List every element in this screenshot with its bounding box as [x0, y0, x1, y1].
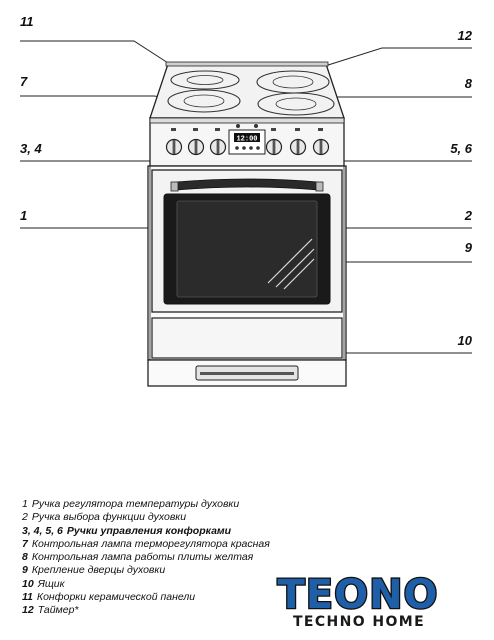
glass-reflection: [267, 238, 315, 290]
knob-4: [187, 138, 205, 156]
power-lamp: [254, 124, 258, 128]
callout-3-4: 3, 4: [20, 141, 42, 156]
callout-9: 9: [464, 240, 472, 255]
ceramic-top: [149, 61, 345, 119]
control-panel: 12:00: [149, 117, 345, 167]
timer-screen: [234, 133, 260, 142]
knob-3: [165, 138, 183, 156]
burner-front-left: [167, 89, 241, 113]
callout-10: 10: [457, 333, 472, 348]
callout-12: 12: [457, 28, 472, 43]
callout-2: 2: [464, 208, 472, 223]
logo-subtitle: TECHNO HOME: [292, 614, 426, 630]
drawer-section: [147, 317, 347, 387]
knob-symbols: [171, 128, 323, 131]
knob-2: [265, 138, 283, 156]
logo-brand: TEONO: [277, 572, 438, 618]
stove-diagram: 12:00: [20, 40, 472, 387]
timer-display: 12:00: [236, 136, 257, 144]
leader-12: [305, 47, 472, 73]
leader-11: [20, 40, 183, 73]
callout-5-6: 5, 6: [450, 141, 472, 156]
knob-6: [312, 138, 330, 156]
callout-11: 11: [20, 14, 34, 29]
knob-1: [209, 138, 227, 156]
callout-8: 8: [464, 76, 472, 91]
knob-5: [289, 138, 307, 156]
callout-1: 1: [20, 208, 28, 223]
thermostat-lamp: [236, 124, 240, 128]
timer-buttons: [235, 146, 260, 150]
burner-back-left: [170, 70, 240, 90]
oven-door: [151, 169, 343, 313]
burner-front-right: [257, 92, 335, 116]
teono-logo: TEONO: [276, 572, 439, 619]
callout-7: 7: [20, 74, 28, 89]
